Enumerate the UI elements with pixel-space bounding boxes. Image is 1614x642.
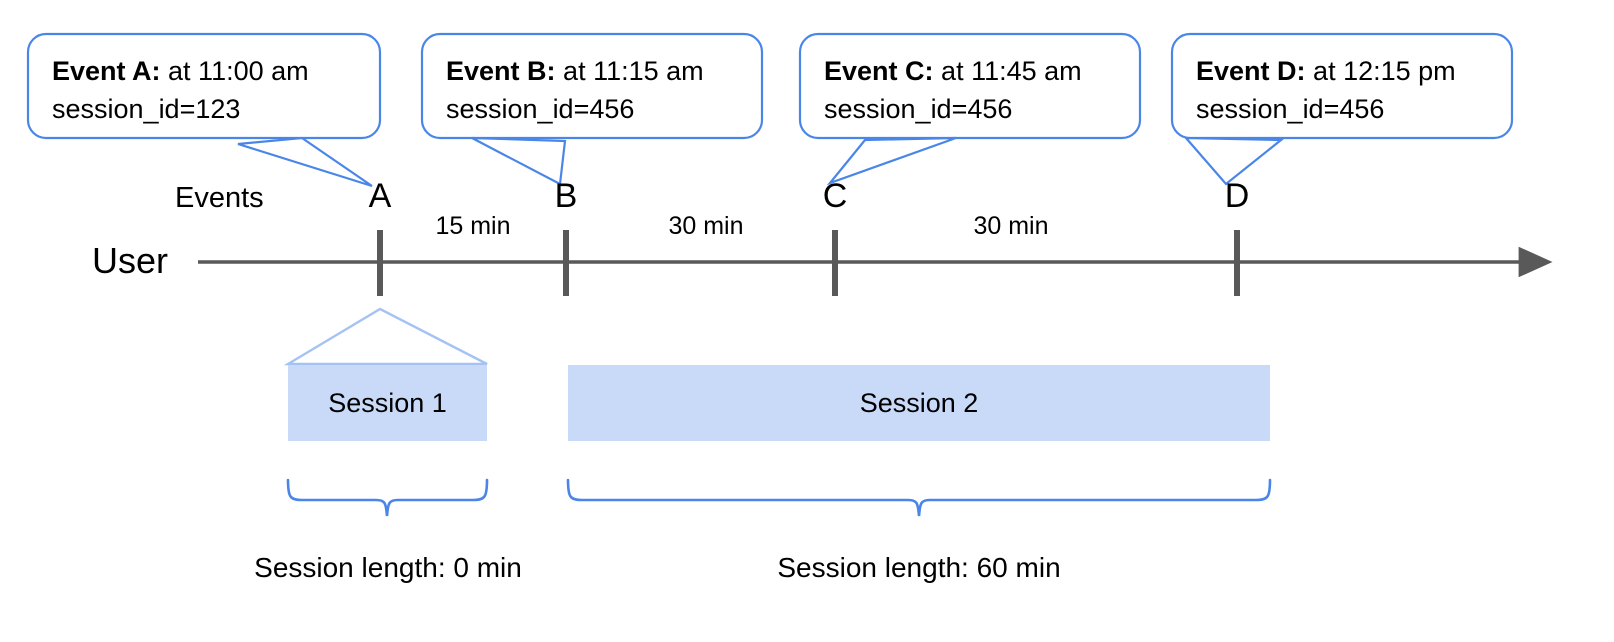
session-bar-2-label: Session 2	[859, 387, 979, 418]
event-letter-a: A	[368, 177, 392, 215]
gap-label-ab: 15 min	[435, 212, 511, 240]
event-letter-d: D	[1224, 177, 1250, 215]
callout-d-shape	[1170, 32, 1514, 186]
lane-label-events: Events	[175, 182, 264, 214]
session-1-brace	[286, 478, 489, 517]
session-bar-2: Session 2	[568, 365, 1270, 441]
session-2-brace	[566, 478, 1272, 517]
session-bar-1: Session 1	[288, 365, 487, 441]
gap-label-cd: 30 min	[973, 212, 1049, 240]
session-2-length-label: Session length: 60 min	[777, 552, 1061, 583]
callout-b-shape	[420, 32, 764, 186]
callout-a-shape	[26, 32, 382, 188]
event-letter-b: B	[554, 177, 578, 215]
event-letter-c: C	[822, 177, 848, 215]
callout-c-shape	[798, 32, 1142, 186]
session-1-connector	[283, 307, 488, 366]
gap-label-bc: 30 min	[668, 212, 744, 240]
lane-label-user: User	[92, 240, 169, 281]
session-bar-1-label: Session 1	[328, 387, 447, 418]
session-1-length-label: Session length: 0 min	[254, 552, 522, 583]
